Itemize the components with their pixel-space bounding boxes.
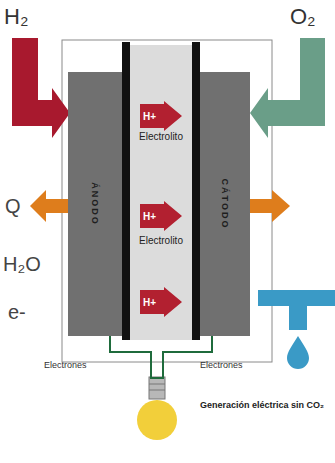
electrolyte-band: H+H+H+ElectrolitoElectrolito — [130, 45, 192, 340]
water-drop — [287, 336, 309, 369]
heat-arrow-left — [30, 190, 68, 222]
membrane-left — [122, 42, 130, 340]
arrow-fill — [140, 201, 182, 231]
electron-flow-label: Electrones — [200, 360, 243, 371]
electrode-name: CÁTODO — [220, 179, 230, 230]
proton-arrow: H+ — [140, 201, 182, 231]
water-faucet — [258, 290, 335, 330]
cathode-block: CÁTODO — [200, 72, 250, 336]
caption-note: Generación eléctrica sin CO₂ — [200, 400, 332, 411]
electrolyte-label: Electrolito — [139, 235, 183, 246]
oxygen-inlet-arrow — [250, 38, 325, 138]
water-label: H₂O — [3, 252, 41, 276]
light-bulb — [137, 400, 177, 440]
electron-flow-label: Electrones — [44, 360, 87, 371]
bulb-base — [149, 377, 165, 399]
electrolyte-label: Electrolito — [139, 131, 183, 142]
proton-arrow: H+ — [140, 287, 182, 317]
arrow-fill — [140, 101, 182, 131]
ion-label: H+ — [143, 211, 156, 222]
hydrogen-inlet-arrow — [12, 38, 70, 138]
arrow-fill — [140, 287, 182, 317]
proton-arrow: H+ — [140, 101, 182, 131]
cell-housing — [62, 40, 272, 362]
bulb-thread — [149, 390, 165, 391]
oxygen-label: O₂ — [290, 4, 316, 30]
membrane-right — [192, 42, 200, 340]
electron-label: e- — [8, 300, 26, 324]
hydrogen-label: H₂ — [4, 4, 28, 30]
heat-label: Q — [5, 194, 21, 218]
ion-label: H+ — [143, 111, 156, 122]
bulb-thread — [149, 384, 165, 385]
anode-block: ÁNODO — [68, 72, 122, 336]
electron-wire — [110, 336, 212, 378]
electrode-name: ÁNODO — [90, 182, 100, 226]
ion-label: H+ — [143, 297, 156, 308]
heat-arrow-right — [250, 190, 290, 222]
